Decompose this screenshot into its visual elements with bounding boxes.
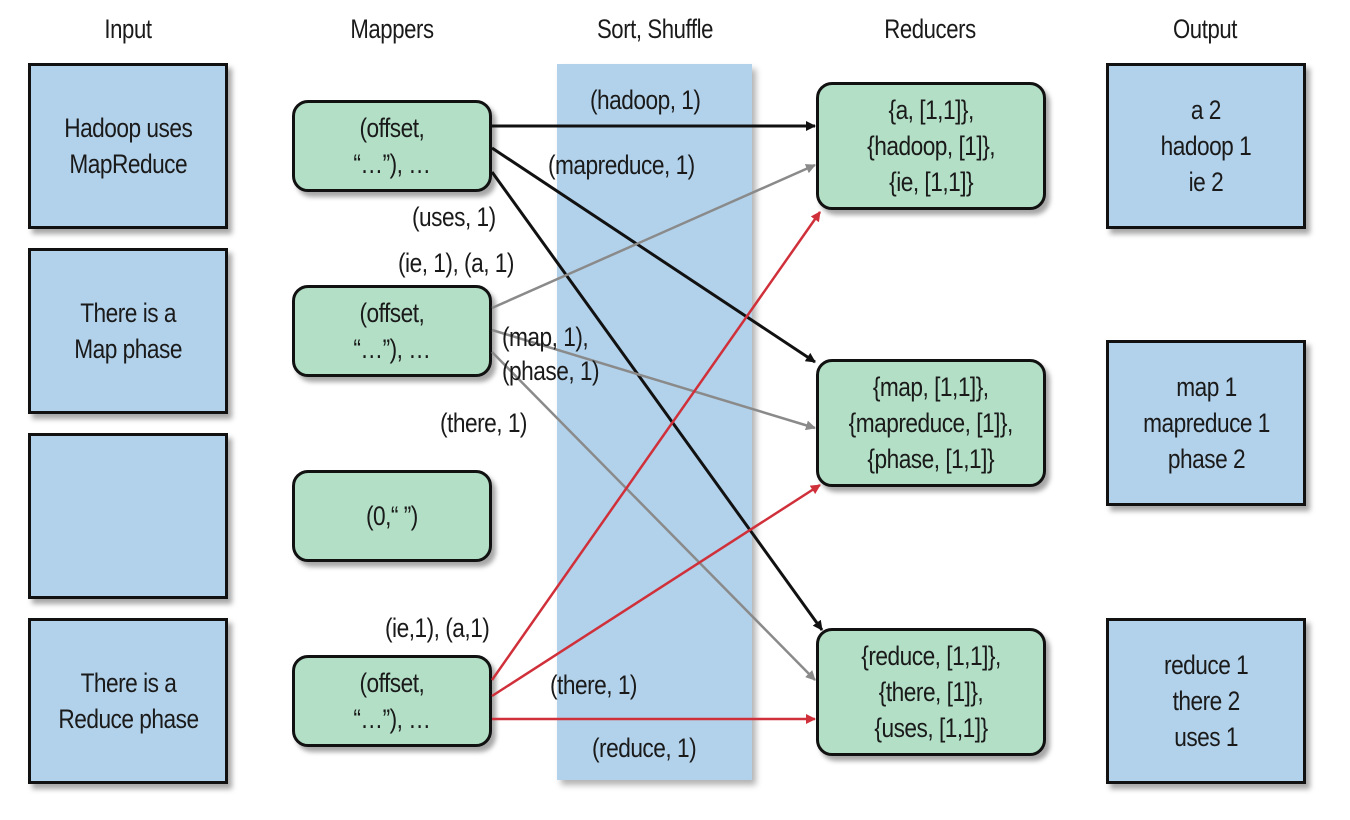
edge-label-hadoop: (hadoop, 1) [590, 85, 701, 115]
output-1: a 2 hadoop 1 ie 2 [1106, 63, 1306, 229]
mapper-2: (offset, “…”), … [292, 285, 492, 377]
reducer-text: {reduce, [1,1]}, {there, [1]}, {uses, [1… [861, 641, 1001, 743]
output-text: map 1 mapreduce 1 phase 2 [1142, 372, 1270, 474]
column-title-reducers: Reducers [884, 14, 976, 44]
input-split-2: There is a Map phase [28, 248, 228, 414]
edge-mapper-2-to-reducer-1 [491, 163, 816, 310]
input-split-text: Hadoop uses MapReduce [63, 113, 193, 179]
edge-mapper-4-to-reducer-2 [491, 483, 821, 698]
column-title-mappers: Mappers [350, 14, 434, 44]
reducer-text: {map, [1,1]}, {mapreduce, [1]}, {phase, … [848, 372, 1014, 474]
edge-label-ie-a-mapper4: (ie,1), (a,1) [385, 613, 490, 643]
input-split-text: There is a Reduce phase [57, 668, 199, 734]
mapper-text: (offset, “…”), … [353, 113, 431, 179]
edge-label-there-mapper4: (there, 1) [550, 670, 637, 700]
edge-label-mapreduce: (mapreduce, 1) [548, 150, 695, 180]
edge-mapper-2-to-reducer-2 [491, 328, 816, 431]
column-title-input: Input [104, 14, 152, 44]
output-text: reduce 1 there 2 uses 1 [1163, 650, 1249, 752]
edge-mapper-4-to-reducer-1 [490, 211, 822, 681]
output-2: map 1 mapreduce 1 phase 2 [1106, 340, 1306, 506]
input-split-text: There is a Map phase [74, 298, 182, 364]
edge-label-ie-a-mapper2: (ie, 1), (a, 1) [398, 248, 514, 278]
input-split-3 [28, 433, 228, 599]
edge-mapper-1-to-reducer-3 [490, 171, 824, 631]
reducer-2: {map, [1,1]}, {mapreduce, [1]}, {phase, … [816, 359, 1046, 487]
edge-label-uses: (uses, 1) [412, 202, 496, 232]
mapper-3: (0,“ ”) [292, 470, 492, 562]
mapper-text: (offset, “…”), … [353, 298, 431, 364]
sort-shuffle-band [557, 64, 752, 780]
edge-label-map-phase: (map, 1), (phase, 1) [502, 322, 600, 386]
mapper-text: (0,“ ”) [366, 501, 418, 531]
output-text: a 2 hadoop 1 ie 2 [1160, 95, 1252, 197]
edge-mapper-1-to-reducer-2 [491, 146, 816, 364]
mapper-4: (offset, “…”), … [292, 655, 492, 747]
input-split-1: Hadoop uses MapReduce [28, 63, 228, 229]
reducer-1: {a, [1,1]}, {hadoop, [1]}, {ie, [1,1]} [816, 82, 1046, 210]
edge-label-reduce: (reduce, 1) [592, 733, 697, 763]
reducer-text: {a, [1,1]}, {hadoop, [1]}, {ie, [1,1]} [867, 95, 995, 197]
input-split-4: There is a Reduce phase [28, 618, 228, 784]
column-title-shuffle: Sort, Shuffle [596, 14, 714, 44]
edge-label-there-mapper2: (there, 1) [440, 408, 527, 438]
output-3: reduce 1 there 2 uses 1 [1106, 618, 1306, 784]
reducer-3: {reduce, [1,1]}, {there, [1]}, {uses, [1… [816, 628, 1046, 756]
mapper-text: (offset, “…”), … [353, 668, 431, 734]
edge-mapper-2-to-reducer-3 [491, 351, 816, 681]
column-title-output: Output [1172, 14, 1238, 44]
mapper-1: (offset, “…”), … [292, 100, 492, 192]
